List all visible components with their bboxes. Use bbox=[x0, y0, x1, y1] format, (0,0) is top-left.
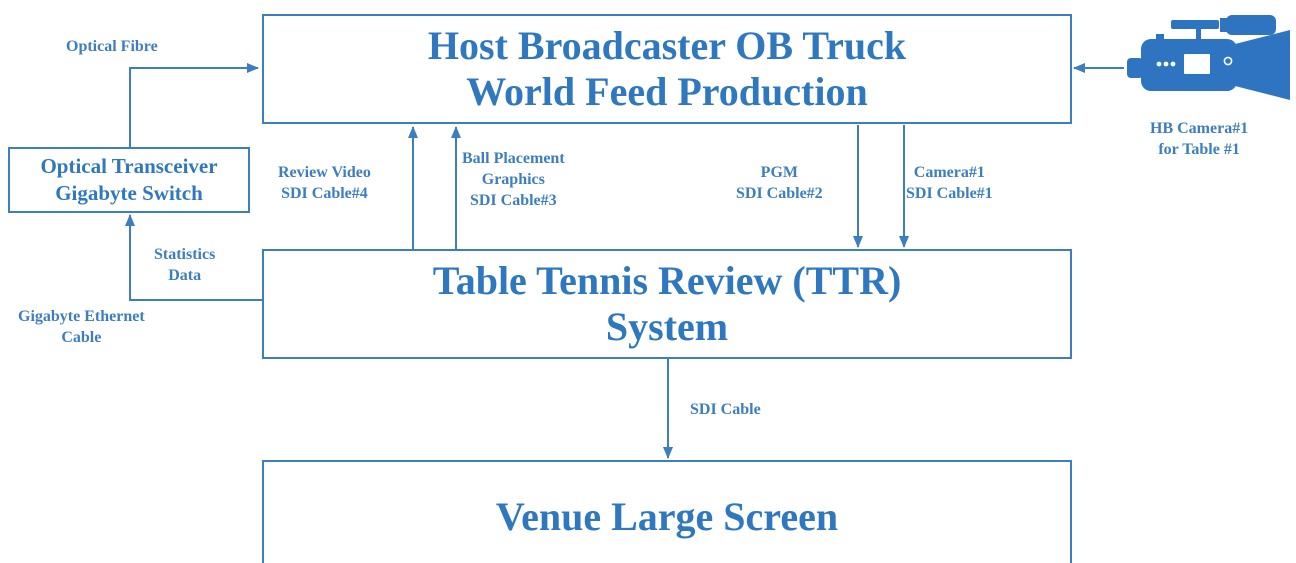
ttr-title-line2: System bbox=[605, 304, 729, 349]
statistics-data-label: Statistics Data bbox=[154, 246, 216, 284]
optical-fibre-link bbox=[129, 63, 259, 147]
pgm-label: PGM SDI Cable#2 bbox=[736, 164, 823, 202]
host-title-line2: World Feed Production bbox=[466, 69, 868, 114]
ball-placement-label: Ball Placement Graphics SDI Cable#3 bbox=[462, 150, 565, 209]
optical-transceiver-box: Optical Transceiver Gigabyte Switch bbox=[8, 147, 250, 213]
sdi-cable-label: SDI Cable bbox=[690, 401, 761, 418]
optical-title-line2: Gigabyte Switch bbox=[55, 181, 203, 205]
optical-title-line1: Optical Transceiver bbox=[40, 154, 218, 178]
video-camera-icon bbox=[1127, 15, 1290, 100]
ttr-system-box: Table Tennis Review (TTR) System bbox=[262, 249, 1072, 359]
camera1-label: Camera#1 SDI Cable#1 bbox=[906, 164, 993, 202]
optical-fibre-label: Optical Fibre bbox=[66, 38, 158, 55]
review-video-label: Review Video SDI Cable#4 bbox=[278, 164, 371, 202]
venue-large-screen-box: Venue Large Screen bbox=[262, 460, 1072, 563]
host-title-line1: Host Broadcaster OB Truck bbox=[427, 23, 907, 68]
hb-camera-label: HB Camera#1 for Table #1 bbox=[1150, 120, 1249, 158]
host-broadcaster-box: Host Broadcaster OB Truck World Feed Pro… bbox=[262, 14, 1072, 124]
venue-title: Venue Large Screen bbox=[495, 494, 839, 539]
ttr-title-line1: Table Tennis Review (TTR) bbox=[432, 258, 902, 303]
gigabyte-ethernet-label: Gigabyte Ethernet Cable bbox=[18, 308, 145, 346]
ethernet-link bbox=[125, 214, 263, 301]
